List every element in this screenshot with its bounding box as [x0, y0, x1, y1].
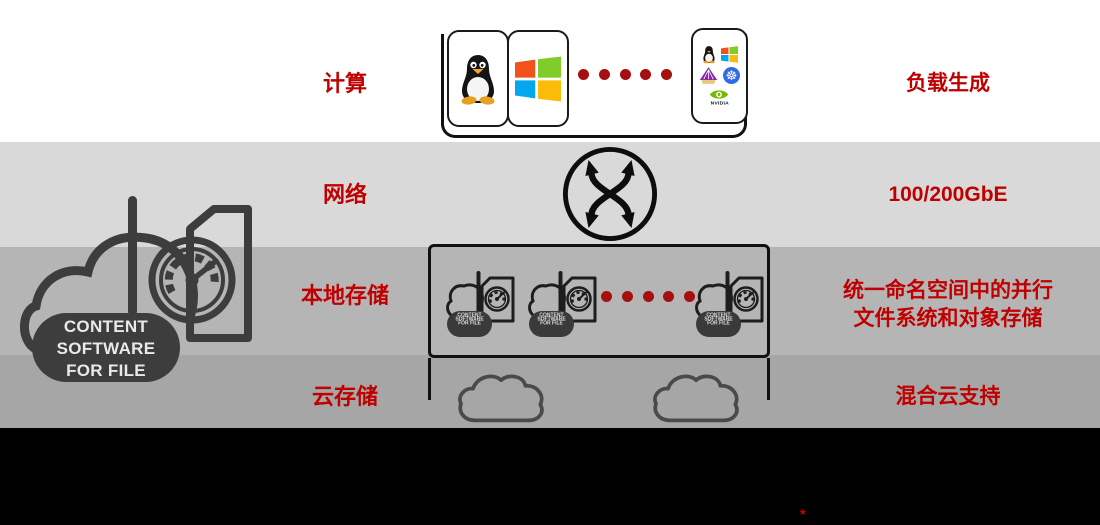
csf-node: CONTENT SOFTWARE FOR FILE	[445, 271, 517, 343]
cloud-outline-icon	[653, 374, 739, 423]
windows-icon	[515, 55, 561, 102]
linux-tux-icon	[461, 54, 495, 105]
nvidia-label: NVIDIA	[710, 99, 729, 106]
csf-mini-logo-icon	[695, 271, 764, 323]
label-network: 网络	[322, 182, 368, 207]
label-hybrid-cloud: 混合云支持	[895, 385, 1001, 408]
compute-node-linux	[447, 30, 509, 127]
csf-mini-line2: SOFTWARE	[455, 316, 484, 322]
csf-mini-line2: SOFTWARE	[537, 316, 566, 322]
csf-mini-line1: CONTENT	[539, 312, 564, 318]
dot	[661, 69, 672, 80]
csf-mini-line3: FOR FILE	[458, 320, 481, 326]
dot	[684, 291, 695, 302]
csf-main-line3: FOR FILE	[66, 361, 146, 380]
nvidia-eye-icon	[710, 89, 729, 99]
switch-crossed-arrows-icon	[562, 146, 658, 242]
label-cloud-storage: 云存储	[311, 384, 379, 409]
csf-main-logo-icon	[20, 196, 252, 353]
csf-mini-logo-icon	[446, 271, 515, 323]
windows-small-icon	[720, 45, 738, 63]
band-network	[0, 142, 1100, 247]
linux-tux-small-icon	[702, 45, 715, 63]
csf-main-line1: CONTENT	[63, 317, 149, 336]
label-parallel-fs: 统一命名空间中的并行 文件系统和对象存储	[843, 277, 1053, 333]
band-cloud-storage	[0, 355, 1100, 428]
cloud-bracket-right	[767, 358, 770, 400]
kubernetes-icon: ☸	[723, 67, 740, 84]
csf-main-line2: SOFTWARE	[56, 339, 156, 358]
dot	[619, 69, 631, 80]
csf-mini-line1: CONTENT	[706, 312, 731, 318]
label-compute: 计算	[322, 71, 368, 96]
dot	[578, 69, 589, 80]
dot	[663, 291, 675, 302]
label-local-storage: 本地存储	[300, 283, 390, 308]
dot	[598, 69, 610, 80]
dot	[621, 291, 633, 302]
csf-mini-logo-icon	[528, 271, 597, 323]
csf-mini-line3: FOR FILE	[540, 320, 563, 326]
dot	[640, 69, 652, 80]
compute-node-windows	[507, 30, 569, 127]
csf-node: CONTENT SOFTWARE FOR FILE	[527, 271, 599, 343]
cloud-outline-icon	[458, 374, 544, 423]
compute-node-mixed: ☸ NVIDIA	[691, 28, 748, 124]
dot	[642, 291, 654, 302]
csf-mini-badge: CONTENT SOFTWARE FOR FILE	[447, 311, 492, 337]
storage-cluster-box	[428, 244, 770, 358]
label-parallel-fs-line1: 统一命名空间中的并行	[843, 279, 1053, 302]
csf-mini-badge: CONTENT SOFTWARE FOR FILE	[529, 311, 574, 337]
pyramid-icon	[699, 66, 718, 84]
csf-mini-line3: FOR FILE	[707, 320, 730, 326]
mixed-row-3: NVIDIA	[705, 88, 735, 108]
mixed-row-1	[702, 45, 738, 64]
csf-mini-badge: CONTENT SOFTWARE FOR FILE	[696, 311, 741, 337]
csf-node: CONTENT SOFTWARE FOR FILE	[694, 271, 766, 343]
csf-main-badge: CONTENT SOFTWARE FOR FILE	[32, 313, 180, 382]
footnote-marker: *	[800, 506, 806, 522]
csf-mini-line1: CONTENT	[457, 312, 482, 318]
mixed-row-2: ☸	[699, 66, 740, 85]
label-network-speed: 100/200GbE	[888, 183, 1008, 206]
label-parallel-fs-line2: 文件系统和对象存储	[853, 307, 1043, 330]
label-load-generation: 负载生成	[906, 72, 990, 95]
csf-main-logo: CONTENT SOFTWARE FOR FILE	[18, 188, 268, 398]
compute-ellipsis-dots	[578, 69, 672, 80]
band-footer	[0, 428, 1100, 525]
cloud-bracket-left	[428, 358, 431, 400]
dot	[601, 291, 612, 302]
csf-mini-line2: SOFTWARE	[704, 316, 733, 322]
storage-ellipsis-dots	[601, 291, 695, 302]
